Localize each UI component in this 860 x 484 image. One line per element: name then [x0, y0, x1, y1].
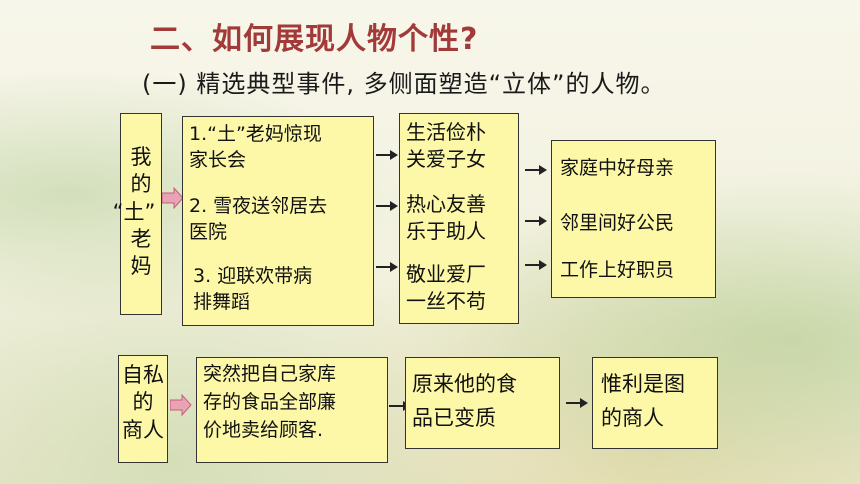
trait-line: 敬业爱厂	[406, 262, 486, 286]
event-line: 排舞蹈	[193, 291, 251, 313]
label-line: 的	[132, 390, 154, 415]
trait-line: 生活俭朴	[406, 120, 486, 144]
event-box-merchant: 突然把自己家库 存的食品全部廉 价地卖给顾客.	[196, 357, 388, 463]
arrow-right-icon	[376, 201, 398, 211]
trait-line: 关爱子女	[406, 147, 486, 171]
fact-line: 原来他的食	[412, 372, 517, 396]
trait-line: 一丝不苟	[406, 289, 486, 313]
conclusion-line: 的商人	[601, 406, 664, 430]
role-line: 工作上好职员	[560, 259, 675, 281]
role-line: 家庭中好母亲	[560, 157, 675, 179]
label-line: 老	[130, 226, 152, 251]
trait-line: 热心友善	[406, 192, 486, 216]
event-line: 2. 雪夜送邻居去	[189, 195, 328, 217]
arrow-right-icon	[525, 165, 547, 175]
conclusion-line: 惟利是图	[601, 372, 685, 396]
roles-box-mom: 家庭中好母亲 邻里间好公民 工作上好职员	[551, 140, 716, 298]
event-line: 价地卖给顾客.	[203, 419, 324, 441]
role-line: 邻里间好公民	[560, 212, 675, 234]
conclusion-box-merchant: 惟利是图 的商人	[592, 357, 718, 449]
label-line: 妈	[130, 254, 152, 279]
label-line: 的	[130, 172, 152, 197]
event-line: 存的食品全部廉	[203, 391, 337, 413]
arrow-right-icon	[376, 262, 398, 272]
label-line: 商人	[122, 417, 164, 442]
arrow-right-icon	[525, 216, 547, 226]
event-line: 家长会	[189, 149, 247, 171]
slide-subtitle: (一) 精选典型事件, 多侧面塑造“立体”的人物。	[142, 70, 666, 98]
pink-arrow-icon	[162, 187, 184, 209]
trait-line: 乐于助人	[406, 219, 486, 243]
label-box-mom: 我 的 “土” 老 妈	[113, 113, 162, 315]
label-line: 我	[130, 145, 152, 169]
event-line: 3. 迎联欢带病	[193, 265, 313, 287]
event-line: 突然把自己家库	[203, 363, 337, 385]
event-line: 1.“土”老妈惊现	[189, 123, 322, 145]
event-line: 医院	[189, 221, 228, 243]
events-box-mom: 1.“土”老妈惊现 家长会 2. 雪夜送邻居去 医院 3. 迎联欢带病 排舞蹈	[182, 116, 374, 326]
fact-line: 品已变质	[412, 406, 496, 430]
pink-arrow-icon	[170, 394, 192, 416]
arrow-right-icon	[525, 260, 547, 270]
label-line: 自私	[122, 363, 164, 387]
traits-box-mom: 生活俭朴 关爱子女 热心友善 乐于助人 敬业爱厂 一丝不苟	[399, 113, 519, 324]
label-box-merchant: 自私 的 商人	[118, 355, 168, 463]
slide-title: 二、如何展现人物个性?	[150, 22, 479, 57]
arrow-right-icon	[376, 150, 398, 160]
fact-box-merchant: 原来他的食 品已变质	[405, 357, 560, 449]
arrow-right-icon	[566, 398, 588, 408]
label-line: “土”	[112, 199, 156, 224]
